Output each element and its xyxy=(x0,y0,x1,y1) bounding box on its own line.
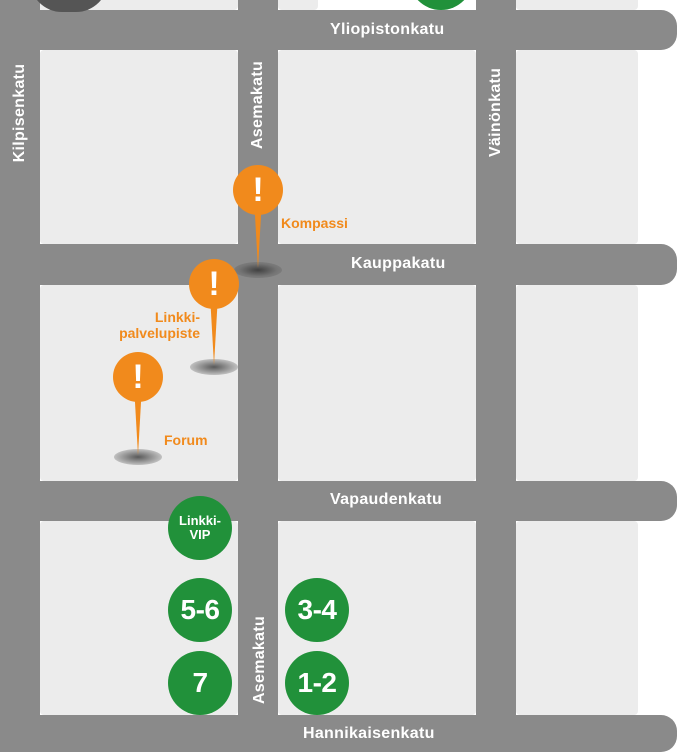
stop-label-line: VIP xyxy=(189,527,211,542)
stop-badge-partial[interactable] xyxy=(409,0,473,10)
road-asemakatu xyxy=(238,0,278,752)
city-block xyxy=(0,0,238,10)
pin-shadow xyxy=(114,449,162,465)
pin-label-line: palvelupiste xyxy=(119,325,200,342)
street-label-yliopistonkatu: Yliopistonkatu xyxy=(330,21,445,38)
city-block xyxy=(278,50,476,244)
city-block xyxy=(516,285,638,481)
city-block xyxy=(278,0,318,10)
pin-shadow xyxy=(190,359,238,375)
pin-shadow xyxy=(234,262,282,278)
pin-label-line: Linkki- xyxy=(154,309,200,325)
road-vainonkatu xyxy=(476,0,516,752)
pin-label-linkki-palvelupiste: Linkki- palvelupiste xyxy=(106,309,200,341)
street-label-vainonkatu: Väinönkatu xyxy=(487,67,504,157)
road-kilpisenkatu xyxy=(0,0,40,752)
exclamation-icon: ! xyxy=(113,352,163,402)
street-label-vapaudenkatu: Vapaudenkatu xyxy=(330,491,443,508)
stop-linkki-vip[interactable]: Linkki- VIP xyxy=(168,496,232,560)
city-block xyxy=(516,521,638,715)
city-block xyxy=(516,0,638,10)
pin-needle xyxy=(210,295,218,365)
city-block xyxy=(40,50,238,244)
road-yliopistonkatu xyxy=(0,10,677,50)
street-label-asemakatu-north: Asemakatu xyxy=(249,60,266,150)
pin-needle xyxy=(254,198,262,268)
stop-1-2[interactable]: 1-2 xyxy=(285,651,349,715)
exclamation-icon: ! xyxy=(233,165,283,215)
stop-label-line: Linkki- xyxy=(179,512,221,528)
city-block xyxy=(278,285,476,481)
road-hannikaisenkatu xyxy=(0,715,677,752)
cutoff-shape xyxy=(30,0,108,12)
pin-needle xyxy=(134,385,142,455)
pin-label-kompassi: Kompassi xyxy=(281,215,348,231)
stop-3-4[interactable]: 3-4 xyxy=(285,578,349,642)
street-label-kauppakatu: Kauppakatu xyxy=(351,255,446,272)
exclamation-icon: ! xyxy=(189,259,239,309)
street-label-asemakatu-south: Asemakatu xyxy=(251,615,268,705)
road-kauppakatu xyxy=(0,244,677,285)
city-block xyxy=(516,50,638,244)
stop-5-6[interactable]: 5-6 xyxy=(168,578,232,642)
stop-7[interactable]: 7 xyxy=(168,651,232,715)
pin-label-forum: Forum xyxy=(164,432,208,448)
street-label-kilpisenkatu: Kilpisenkatu xyxy=(11,63,28,163)
road-vapaudenkatu xyxy=(0,481,677,521)
street-label-hannikaisenkatu: Hannikaisenkatu xyxy=(303,725,435,742)
